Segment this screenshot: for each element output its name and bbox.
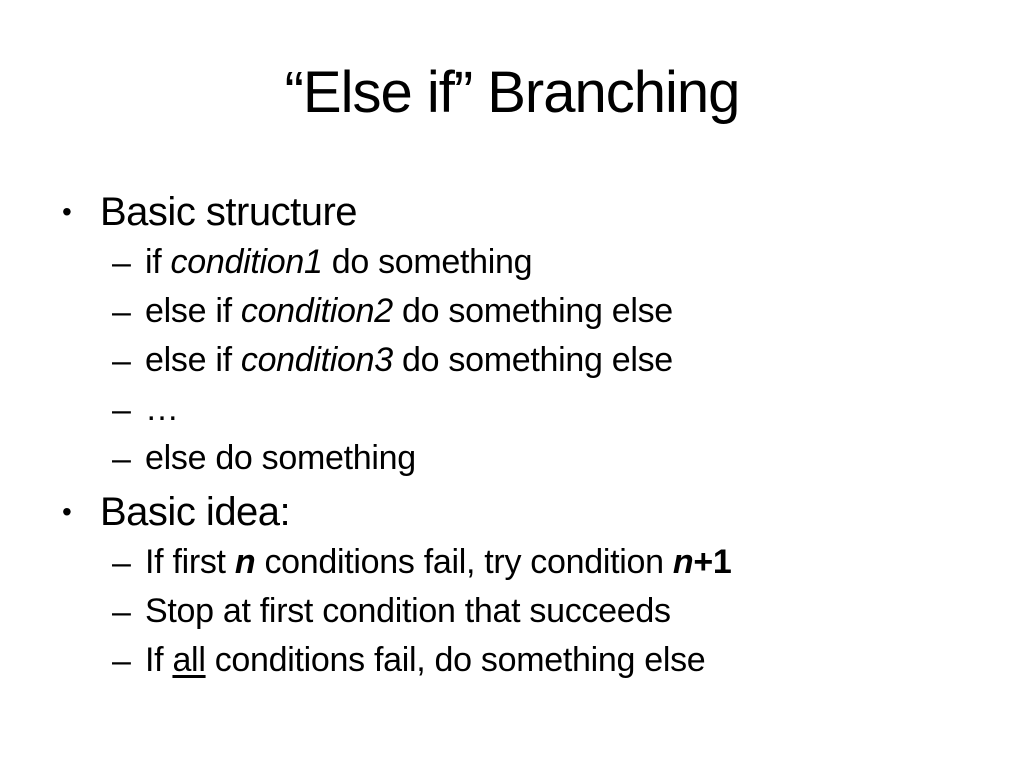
dash-icon: – [112, 390, 131, 429]
bullet-list: •Basic structure–if condition1 do someth… [0, 183, 1024, 685]
text-segment: else if [145, 341, 241, 379]
dash-icon: – [112, 592, 131, 631]
text-segment: condition2 [240, 292, 393, 330]
dash-icon: – [112, 439, 131, 478]
bullet-text: Basic structure [100, 189, 358, 235]
bullet-item: • Basic structure [0, 186, 1024, 238]
bullet-text: If all conditions fail, do something els… [145, 641, 706, 680]
text-segment: all [172, 641, 206, 679]
bullet-text: if condition1 do something [145, 243, 533, 282]
text-segment: … [145, 390, 179, 428]
text-segment: do something [322, 243, 533, 281]
text-segment: condition3 [240, 341, 393, 379]
text-segment: condition1 [170, 243, 323, 281]
bullet-text: Stop at first condition that succeeds [145, 592, 671, 631]
dash-icon: – [112, 243, 131, 282]
text-segment: n [234, 543, 256, 581]
text-segment: conditions fail, do something else [205, 641, 706, 679]
dash-icon: – [112, 341, 131, 380]
sub-bullet-item: –If first n conditions fail, try conditi… [0, 538, 1024, 587]
sub-bullet-item: –… [0, 385, 1024, 434]
text-segment: do something else [392, 341, 673, 379]
text-segment: Basic idea: [100, 489, 291, 534]
bullet-icon: • [62, 196, 72, 227]
dash-icon: – [112, 641, 131, 680]
slide-title: “Else if” Branching [284, 60, 741, 125]
text-segment: +1 [693, 543, 732, 581]
text-segment: else if [145, 292, 241, 330]
bullet-text: else if condition2 do something else [145, 292, 673, 331]
text-segment: do something else [392, 292, 673, 330]
text-segment: Basic structure [100, 189, 358, 234]
bullet-text: Basic idea: [100, 489, 291, 535]
dash-icon: – [112, 543, 131, 582]
bullet-text: else if condition3 do something else [145, 341, 673, 380]
sub-bullet-item: –if condition1 do something [0, 238, 1024, 287]
text-segment: If [145, 641, 173, 679]
text-segment: If first [145, 543, 235, 581]
bullet-text: else do something [145, 439, 416, 478]
sub-bullet-item: –else do something [0, 434, 1024, 483]
text-segment: conditions fail, try condition [255, 543, 673, 581]
bullet-icon: • [62, 496, 72, 527]
sub-bullet-item: –else if condition3 do something else [0, 336, 1024, 385]
text-segment: Stop at first condition that succeeds [145, 592, 671, 630]
text-segment: if [145, 243, 171, 281]
sub-bullet-item: –else if condition2 do something else [0, 287, 1024, 336]
text-segment: n [672, 543, 694, 581]
bullet-text: If first n conditions fail, try conditio… [145, 543, 732, 582]
bullet-item: • Basic idea: [0, 486, 1024, 538]
bullet-text: … [145, 390, 179, 429]
sub-bullet-item: –If all conditions fail, do something el… [0, 636, 1024, 685]
text-segment: else do something [145, 439, 416, 477]
dash-icon: – [112, 292, 131, 331]
sub-bullet-item: –Stop at first condition that succeeds [0, 587, 1024, 636]
